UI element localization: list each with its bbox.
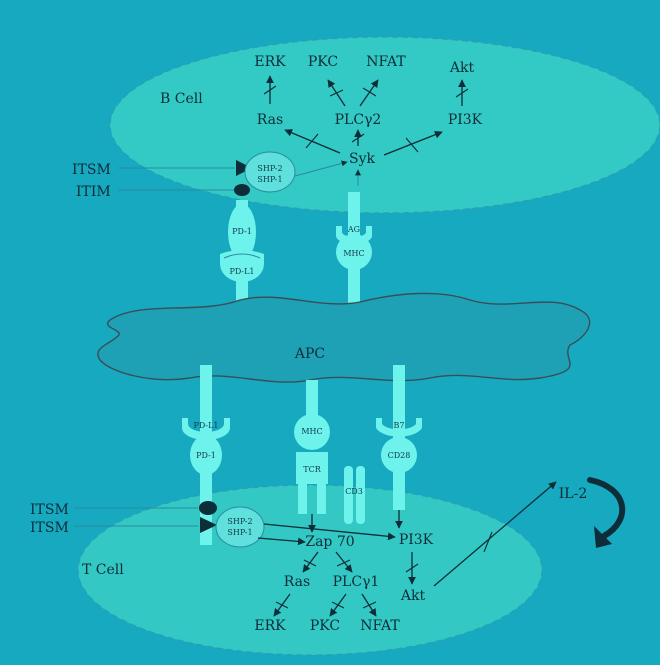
t-zap70-label: Zap 70: [305, 534, 354, 550]
cd3-chain-2: [356, 466, 365, 524]
block-mark: [455, 88, 469, 98]
block-mark: [329, 89, 344, 97]
t-mhc-tcr-complex: [294, 380, 330, 514]
t-shp-complex: [215, 506, 265, 548]
t-shp2-label: SHP-2: [227, 517, 252, 526]
block-mark: [405, 563, 419, 573]
t-plcg1-label: PLCγ1: [333, 574, 380, 590]
t-pkc-label: PKC: [310, 618, 340, 634]
arrow-akt-il2: [433, 481, 557, 587]
t-pi3k-label: PI3K: [399, 532, 434, 548]
apc-membrane: [97, 292, 591, 383]
b-itsm-label: ITSM: [72, 162, 111, 178]
cd28-label: CD28: [388, 451, 411, 460]
block-mark: [362, 601, 377, 609]
arrow-shp-pi3k: [263, 523, 396, 541]
cd3-label: CD3: [345, 487, 363, 496]
t-pdl1-pd1-receptor: [182, 365, 230, 545]
block-mark: [263, 85, 277, 95]
t-pd1-label: PD-1: [196, 451, 216, 460]
b-cell-signaling-arrows: [263, 75, 469, 156]
b-akt-label: Akt: [449, 60, 475, 76]
arrow-shp-syk: [294, 160, 348, 177]
t-itsm-motif-1: [199, 501, 217, 515]
t-itsm-motif-2: [200, 517, 217, 533]
t-shp1-label: SHP-1: [227, 528, 252, 537]
t-tcr-label: TCR: [303, 465, 321, 474]
b-pdl1-label: PD-L1: [229, 267, 254, 276]
t-pd1-domain: [190, 435, 222, 475]
arrow-shp-zap70: [257, 537, 306, 546]
block-mark: [483, 531, 493, 553]
b-pdl1-domain: [220, 250, 264, 282]
b-nfat-label: NFAT: [366, 54, 406, 70]
block-mark: [336, 559, 351, 567]
b-shp2-label: SHP-2: [257, 164, 282, 173]
t-ras-label: Ras: [284, 574, 310, 590]
t-nfat-label: NFAT: [360, 618, 400, 634]
b7-cup: [376, 418, 422, 437]
block-mark: [305, 133, 319, 149]
b-itsm-motif: [236, 160, 252, 176]
block-mark: [331, 601, 345, 609]
t-itsm-label-1: ITSM: [30, 502, 69, 518]
apc-label: APC: [294, 346, 325, 362]
t-cell-label: T Cell: [82, 562, 124, 578]
t-mhc-domain: [294, 414, 330, 450]
b-itim-motif: [234, 184, 250, 196]
block-mark: [362, 87, 377, 97]
t-mhc-label: MHC: [301, 427, 322, 436]
b-pd1-interface: [223, 253, 261, 259]
t-erk-label: ERK: [254, 618, 286, 634]
t-tcr-chain-a: [298, 484, 307, 514]
b-mhc-receptor: [336, 192, 372, 322]
b-itim-label: ITIM: [76, 184, 111, 200]
b-ras-label: Ras: [257, 112, 283, 128]
b-ag-label: AG: [347, 225, 360, 234]
t-pdl1-cup: [182, 418, 230, 440]
t-tcr-chain-b: [317, 484, 326, 514]
b-shp-complex: [244, 151, 296, 193]
cd28-domain: [381, 437, 417, 473]
b-mhc-label: MHC: [343, 249, 364, 258]
arrow-plcg2-nfat: [359, 79, 379, 107]
t-cell-signaling-arrows: [257, 481, 557, 617]
b7-cd28-receptor: [376, 365, 422, 510]
cd3-complex: [344, 466, 365, 524]
il2-feedback-arrow: [587, 477, 626, 539]
b7-label: B7: [394, 421, 405, 430]
t-tcr-body: [296, 452, 328, 484]
b-cell-label: B Cell: [160, 91, 203, 107]
cd3-chain-1: [344, 466, 353, 524]
arrow-syk-ras: [284, 129, 341, 154]
block-mark: [275, 601, 289, 609]
arrow-zap70-ras: [302, 551, 319, 573]
arrow-syk-pi3k: [383, 130, 443, 156]
b-pi3k-label: PI3K: [448, 112, 483, 128]
b-pd1-label: PD-1: [232, 227, 252, 236]
block-mark: [351, 133, 365, 143]
b-pd1-pdl1-receptor: [220, 200, 264, 330]
b-shp1-label: SHP-1: [257, 175, 282, 184]
b-mhc-domain: [336, 234, 372, 270]
b-syk-label: Syk: [349, 151, 376, 167]
b-erk-label: ERK: [254, 54, 286, 70]
t-il2-label: IL-2: [559, 486, 587, 502]
arrow-zap70-plcg1: [335, 551, 353, 573]
t-itsm-label-2: ITSM: [30, 520, 69, 536]
block-mark: [303, 559, 317, 567]
b-plcg2-label: PLCγ2: [335, 112, 382, 128]
block-mark: [405, 137, 419, 153]
b-pd1-domain: [228, 204, 256, 260]
t-pdl1-label: PD-L1: [193, 421, 218, 430]
b-pkc-label: PKC: [308, 54, 338, 70]
il2-feedback-arrowhead: [594, 526, 612, 548]
t-akt-label: Akt: [400, 588, 426, 604]
